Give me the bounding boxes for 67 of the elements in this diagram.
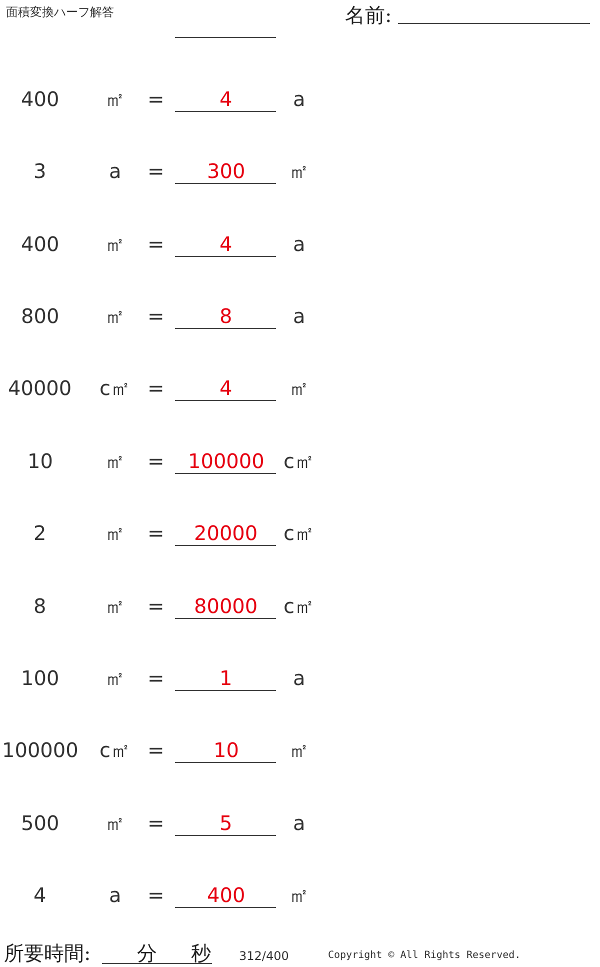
time-label: 所要時間:	[4, 943, 91, 963]
unit: ㎡	[105, 306, 125, 326]
unit: a	[293, 668, 306, 688]
answer: 10	[214, 740, 239, 760]
number: 800	[21, 306, 60, 326]
number: 4	[34, 884, 46, 905]
unit: a	[293, 812, 306, 833]
equals-sign: =	[148, 306, 164, 326]
equals-sign: =	[148, 378, 164, 398]
unit: a	[109, 161, 122, 182]
answer: 300	[207, 161, 246, 182]
answer: 4	[220, 89, 232, 109]
unit: a	[293, 234, 306, 254]
unit: ㎡	[105, 89, 125, 109]
unit: c㎡	[284, 523, 314, 544]
unit: a	[109, 884, 122, 905]
unit: c㎡	[284, 596, 314, 616]
answer: 80000	[194, 596, 258, 616]
equals-sign: =	[148, 450, 164, 471]
number: 40000	[8, 378, 72, 398]
unit: ㎡	[105, 668, 125, 688]
answer: 1	[220, 668, 232, 688]
unit: a	[293, 89, 306, 109]
unit: ㎡	[289, 740, 309, 760]
answer: 4	[220, 378, 232, 398]
unit: ㎡	[105, 812, 125, 833]
equals-sign: =	[148, 89, 164, 109]
number: 2	[34, 523, 46, 544]
unit: c㎡	[284, 450, 314, 471]
equals-sign: =	[148, 523, 164, 544]
answer: 8	[220, 306, 232, 326]
number: 8	[34, 596, 46, 616]
seconds-label: 秒	[191, 943, 211, 963]
unit: c㎡	[100, 740, 130, 760]
answer: 100000	[188, 450, 264, 471]
equals-sign: =	[148, 812, 164, 833]
number: 500	[21, 812, 60, 833]
unit: ㎡	[105, 234, 125, 254]
unit: ㎡	[289, 378, 309, 398]
copyright-notice: Copyright © All Rights Reserved.	[328, 951, 521, 961]
number: 10	[28, 450, 53, 471]
answer: 5	[220, 812, 232, 833]
unit: ㎡	[105, 523, 125, 544]
answer: 4	[220, 234, 232, 254]
answer: 400	[207, 884, 246, 905]
worksheet-title: 面積変換ハーフ解答	[6, 6, 114, 18]
unit: ㎡	[289, 161, 309, 182]
unit: ㎡	[105, 596, 125, 616]
page-number: 312/400	[239, 950, 289, 962]
number: 100000	[2, 740, 78, 760]
equals-sign: =	[148, 884, 164, 905]
unit: ㎡	[105, 450, 125, 471]
unit: a	[293, 306, 306, 326]
name-label: 名前:	[345, 5, 392, 25]
equals-sign: =	[148, 668, 164, 688]
equals-sign: =	[148, 234, 164, 254]
number: 400	[21, 89, 60, 109]
equals-sign: =	[148, 596, 164, 616]
equals-sign: =	[148, 161, 164, 182]
number: 400	[21, 234, 60, 254]
unit: ㎡	[289, 884, 309, 905]
unit: c㎡	[100, 378, 130, 398]
number: 100	[21, 668, 60, 688]
minutes-label: 分	[137, 943, 157, 963]
answer: 20000	[194, 523, 258, 544]
number: 3	[34, 161, 46, 182]
equals-sign: =	[148, 740, 164, 760]
